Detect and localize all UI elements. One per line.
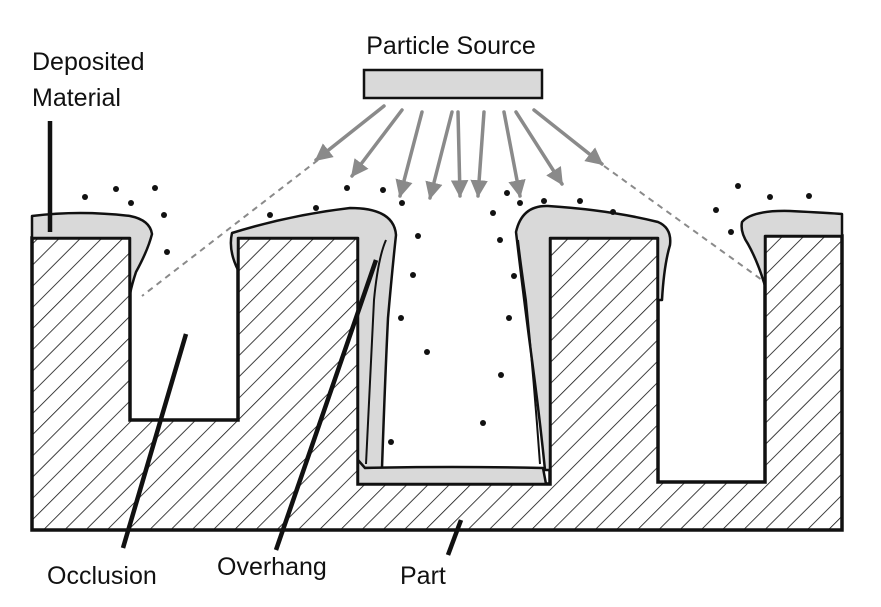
dot-icon (713, 207, 719, 213)
dot-icon (398, 315, 404, 321)
dot-icon (128, 200, 134, 206)
particle-arrows (314, 104, 604, 200)
dot-icon (380, 187, 386, 193)
leader-occlusion (120, 333, 189, 549)
dot-icon (497, 237, 503, 243)
label-occlusion: Occlusion (47, 562, 157, 590)
arrow-icon (450, 110, 469, 198)
dot-icon (735, 183, 741, 189)
dot-icon (161, 212, 167, 218)
arrow-icon (425, 110, 454, 200)
shadow-lines (141, 159, 763, 297)
dot-icon (415, 233, 421, 239)
dot-icon (480, 420, 486, 426)
dot-icon (506, 315, 512, 321)
dot-icon (610, 209, 616, 215)
dot-icon (410, 272, 416, 278)
particles (82, 183, 812, 445)
leader-lines (47, 121, 464, 556)
arrow-icon (470, 110, 488, 198)
deposited-material (30, 204, 844, 486)
arrow-icon (514, 110, 564, 186)
label-material: Material (32, 84, 121, 112)
dot-icon (388, 439, 394, 445)
part-body (30, 234, 844, 532)
deposit-trench-bottom (356, 458, 548, 486)
arrow-icon (350, 108, 404, 178)
dot-icon (504, 190, 510, 196)
dot-icon (728, 229, 734, 235)
leader-overhang (273, 259, 379, 551)
dot-icon (344, 185, 350, 191)
deposit-right-top (740, 209, 844, 288)
dot-icon (399, 200, 405, 206)
arrow-icon (314, 104, 386, 162)
label-part: Part (400, 562, 446, 590)
dot-icon (517, 200, 523, 206)
dot-icon (424, 349, 430, 355)
arrow-icon (502, 110, 526, 198)
dot-icon (511, 273, 517, 279)
dot-icon (164, 249, 170, 255)
dot-icon (767, 194, 773, 200)
dot-icon (541, 198, 547, 204)
dot-icon (498, 372, 504, 378)
dot-icon (806, 193, 812, 199)
label-deposited: Deposited (32, 48, 145, 76)
dot-icon (82, 194, 88, 200)
arrow-icon (532, 108, 604, 166)
dot-icon (313, 205, 319, 211)
dot-icon (577, 198, 583, 204)
trench-inner-outline (365, 239, 541, 465)
deposit-left-top (30, 211, 154, 296)
arrow-icon (395, 110, 424, 198)
dot-icon (113, 186, 119, 192)
dot-icon (490, 210, 496, 216)
leader-part (445, 519, 464, 556)
dot-icon (267, 212, 273, 218)
dot-icon (152, 185, 158, 191)
label-overhang: Overhang (217, 553, 327, 581)
label-particle-source: Particle Source (366, 32, 536, 60)
particle-source-plate (362, 68, 544, 100)
deposit-middle-left-top (229, 206, 398, 470)
